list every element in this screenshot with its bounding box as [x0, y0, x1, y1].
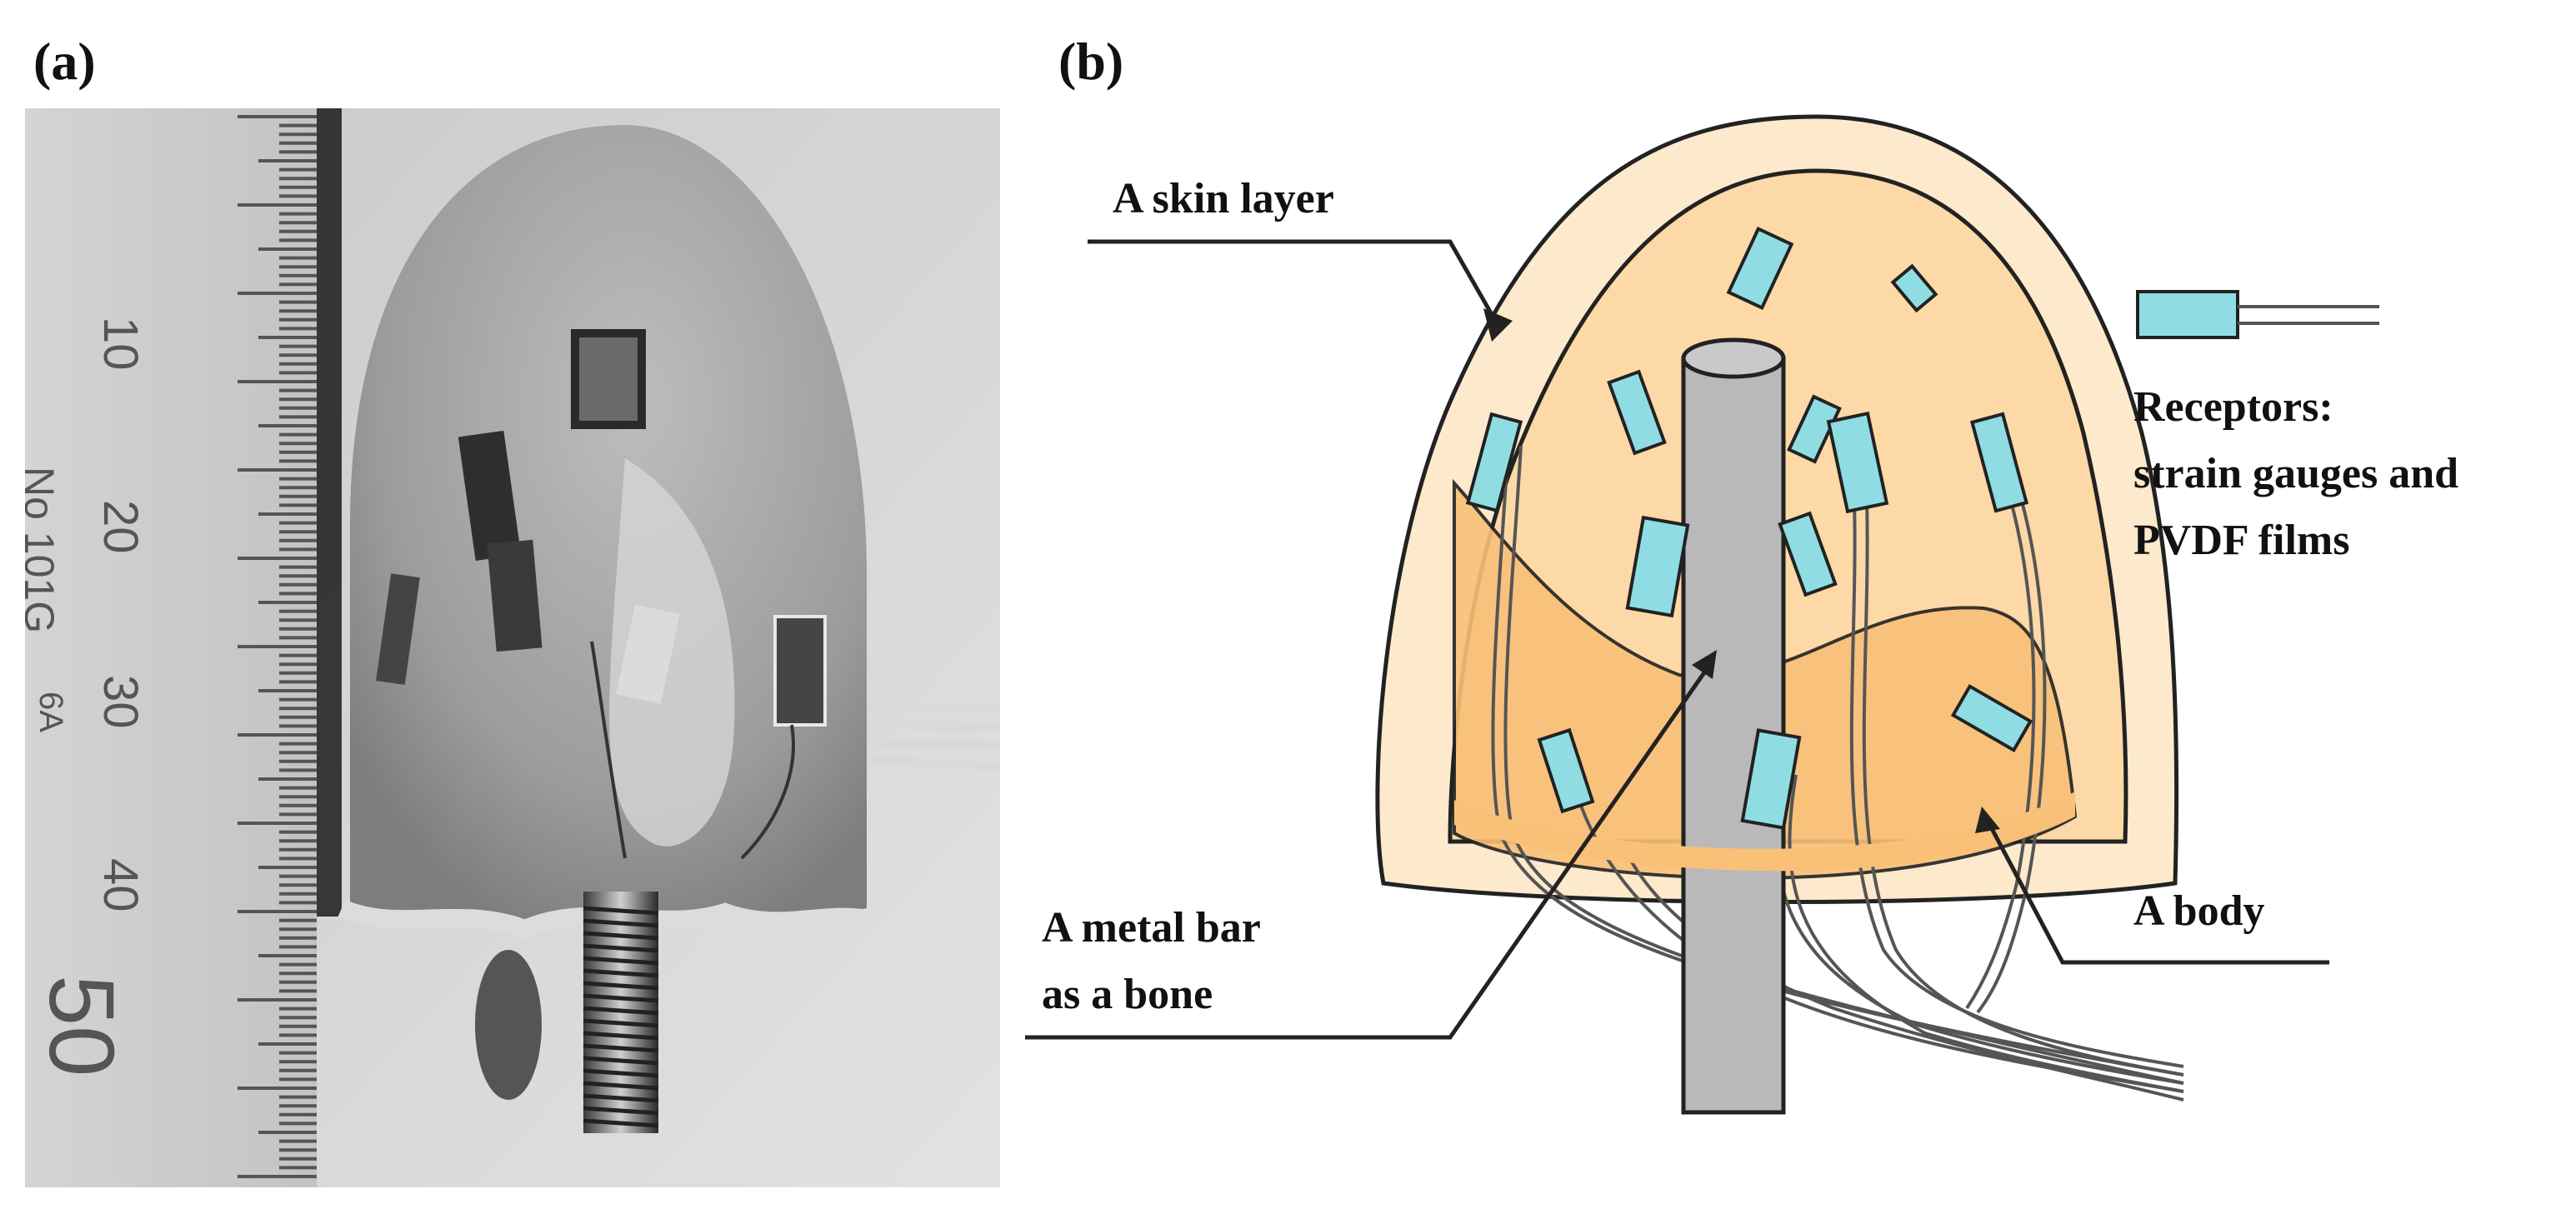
screw-thread [583, 1081, 659, 1091]
screw-thread [583, 1018, 659, 1028]
receptors-label-line1: Receptors: [2133, 383, 2333, 431]
receptors-label-line2: strain gauges and [2133, 450, 2458, 497]
ruler-stamp: No 101G [25, 467, 63, 633]
metal-bar-top [1681, 337, 1786, 379]
cable-bundle [841, 704, 1000, 771]
receptor-legend-icon [2136, 290, 2379, 339]
skin-layer-label: A skin layer [1113, 175, 1334, 222]
silicone-fingertip [350, 125, 867, 924]
screw-thread [583, 1118, 659, 1128]
embedded-gauges [376, 329, 827, 860]
screw-thread [583, 1056, 659, 1066]
ruler-stamp-2: 6A [33, 692, 69, 732]
ruler-number-40: 40 [93, 858, 148, 912]
ruler-number-20: 20 [93, 500, 148, 554]
receptors-label-line3: PVDF films [2133, 517, 2349, 564]
body-label: A body [2133, 887, 2265, 935]
bone-label-line1: A metal bar [1042, 904, 1261, 952]
bone-label-line2: as a bone [1042, 971, 1213, 1018]
screw-thread [583, 1068, 659, 1078]
panel-b-label: (b) [1058, 32, 1124, 91]
screw-thread [583, 906, 659, 916]
leader-lines [1025, 239, 2329, 1040]
screw-thread [583, 993, 659, 1003]
screw-thread [583, 931, 659, 941]
ruler-number-50: 50 [30, 975, 133, 1077]
receptor-gauges [1465, 226, 2033, 830]
ruler-number-30: 30 [93, 675, 148, 729]
ruler-number-10: 10 [93, 317, 148, 371]
screw-thread [583, 981, 659, 991]
screw-thread [583, 1006, 659, 1016]
body-front [1454, 792, 2075, 872]
screw-thread [583, 1031, 659, 1041]
ruler-numbers: 10 20 30 40 50 No 101G 6A [25, 317, 148, 1077]
leader-arrowheads [1483, 308, 2000, 833]
fingertip-photo: 10 20 30 40 50 No 101G 6A [25, 108, 1000, 1187]
screw-thread [583, 968, 659, 978]
screw-thread [583, 956, 659, 966]
ruler-ticks [238, 115, 317, 1178]
screw-thread [583, 1093, 659, 1103]
screw-thread [583, 943, 659, 953]
panel-a-label: (a) [33, 32, 96, 91]
screw-thread [583, 918, 659, 928]
screw-thread [583, 1106, 659, 1116]
screw-thread [583, 1043, 659, 1053]
